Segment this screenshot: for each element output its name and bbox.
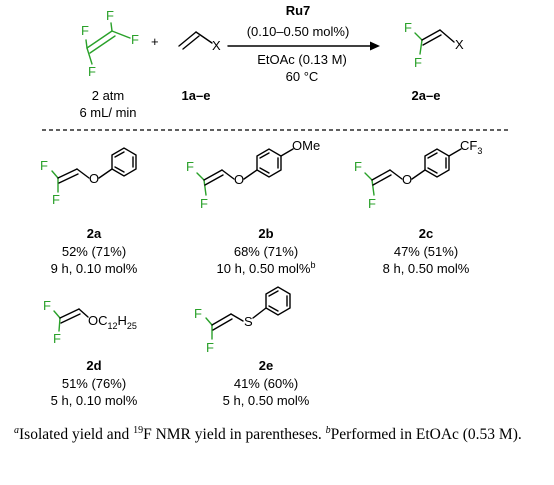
fluorine-atom: F <box>206 340 214 355</box>
product-conditions: 8 h, 0.50 mol% <box>383 261 470 276</box>
footnote-mark-b: b <box>325 424 331 436</box>
product-2d: F F OC12H25 2d 51% (76%) 5 h, 0.10 mol% <box>43 298 138 408</box>
reaction-scheme: F F F F + X Ru7 (0.10–0.50 mol%) EtOAc (… <box>40 3 510 408</box>
gas-flow: 6 mL/ min <box>79 105 136 120</box>
trifluoromethyl-group: CF3 <box>460 138 482 156</box>
product-yield: 47% (51%) <box>394 244 458 259</box>
substituent-x: X <box>212 38 221 53</box>
fluorine-atom: F <box>354 159 362 174</box>
product-label: 2a–e <box>412 88 441 103</box>
gas-pressure: 2 atm <box>92 88 125 103</box>
product-label: 2b <box>258 226 273 241</box>
temperature-label: 60 °C <box>286 69 319 84</box>
footnote-a-text-1: Isolated yield and <box>19 426 134 443</box>
footnote-a-text-2: F NMR yield in parentheses. <box>143 426 326 443</box>
heteroatom: O <box>234 172 244 187</box>
methoxy-group: OMe <box>292 138 320 153</box>
dodecyloxy-group: OC12H25 <box>88 313 137 331</box>
substrate-label: 1a–e <box>182 88 211 103</box>
product-2a: F F O 2a 52% (71%) 9 h, 0.10 mol% <box>40 147 138 276</box>
vinyl-substrate: X <box>178 31 221 53</box>
product-yield: 51% (76%) <box>62 376 126 391</box>
fluorine-atom: F <box>52 192 60 207</box>
fluorine-atom: F <box>131 32 139 47</box>
product-label: 2e <box>259 358 273 373</box>
reaction-arrow <box>227 41 380 51</box>
product-yield: 41% (60%) <box>234 376 298 391</box>
product-yield: 68% (71%) <box>234 244 298 259</box>
product-2e: F F S 2e 41% (60%) 5 h, 0.50 mol% <box>194 286 310 408</box>
fluorine-atom: F <box>200 196 208 211</box>
fluorine-atom: F <box>81 23 89 38</box>
footnote-mark-b: b <box>310 260 315 270</box>
table-footnote: aIsolated yield and 19F NMR yield in par… <box>14 424 544 445</box>
product-conditions: 5 h, 0.50 mol% <box>223 393 310 408</box>
fluorine-atom: F <box>40 158 48 173</box>
substituent-x: X <box>455 37 464 52</box>
fluorine-atom: F <box>106 8 114 23</box>
catalyst-label: Ru7 <box>286 3 311 18</box>
isotope-number: 19 <box>133 424 144 436</box>
fluorine-atom: F <box>88 64 96 79</box>
tetrafluoroethylene: F F F F <box>81 8 139 79</box>
fluorine-atom: F <box>404 20 412 35</box>
footnote-b-text: Performed in EtOAc (0.53 M). <box>330 426 522 443</box>
fluorine-atom: F <box>43 298 51 313</box>
fluorine-atom: F <box>53 331 61 346</box>
product-conditions: 10 h, 0.50 mol%b <box>217 260 316 276</box>
catalyst-loading: (0.10–0.50 mol%) <box>247 24 350 39</box>
plus-sign: + <box>151 34 159 49</box>
product-conditions: 5 h, 0.10 mol% <box>51 393 138 408</box>
product-general: F F X <box>404 20 464 70</box>
product-2b: F F O OMe 2b 68% (71%) 10 h, 0.50 mol%b <box>186 138 320 276</box>
fluorine-atom: F <box>186 159 194 174</box>
product-conditions: 9 h, 0.10 mol% <box>51 261 138 276</box>
fluorine-atom: F <box>368 196 376 211</box>
product-label: 2c <box>419 226 433 241</box>
product-label: 2d <box>86 358 101 373</box>
product-yield: 52% (71%) <box>62 244 126 259</box>
product-label: 2a <box>87 226 102 241</box>
product-2c: F F O CF3 2c 47% (51%) 8 h, 0.50 mol% <box>354 138 482 276</box>
heteroatom: O <box>402 172 412 187</box>
footnote-mark-a: a <box>14 424 19 436</box>
heteroatom: O <box>89 171 99 186</box>
fluorine-atom: F <box>414 55 422 70</box>
heteroatom: S <box>244 314 253 329</box>
fluorine-atom: F <box>194 306 202 321</box>
solvent-label: EtOAc (0.13 M) <box>257 52 347 67</box>
